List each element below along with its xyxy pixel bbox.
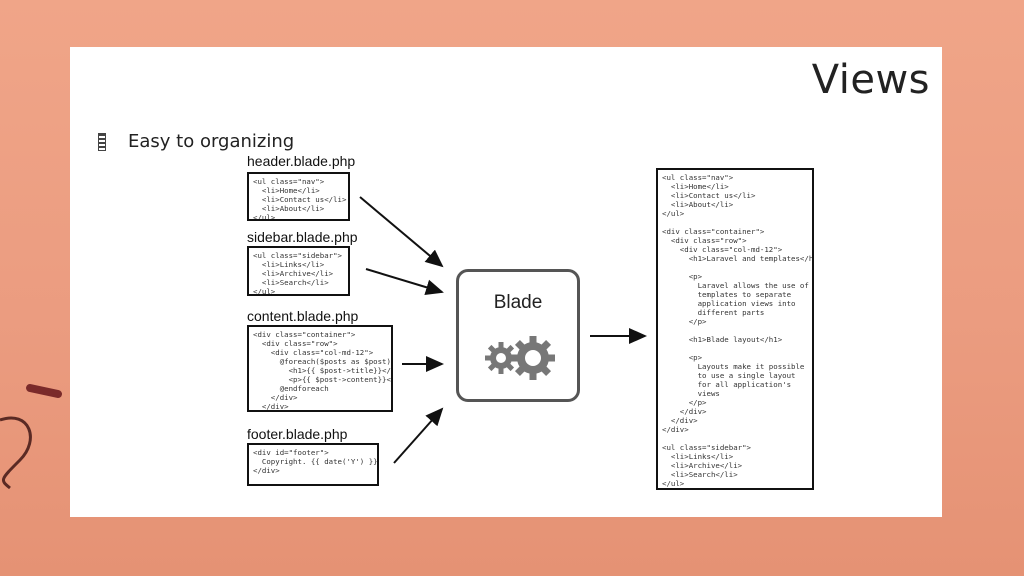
- file-label-footer: footer.blade.php: [247, 426, 348, 442]
- bullet-text: Easy to organizing: [128, 131, 295, 152]
- arrow-footer: [393, 407, 444, 464]
- flow-arrows: [359, 196, 647, 464]
- blade-label: Blade: [493, 292, 543, 313]
- code-box-sidebar: <ul class="sidebar"> <li>Links</li> <li>…: [247, 246, 350, 296]
- gears-icon: [481, 334, 561, 386]
- file-label-content: content.blade.php: [247, 308, 359, 324]
- arrow-header: [359, 196, 444, 268]
- slide: Views Easy to organizing header.blade.ph…: [70, 47, 942, 517]
- file-label-sidebar: sidebar.blade.php: [247, 229, 358, 245]
- code-box-header: <ul class="nav"> <li>Home</li> <li>Conta…: [247, 172, 350, 221]
- code-box-footer: <div id="footer"> Copyright. {{ date('Y'…: [247, 443, 379, 486]
- bullet-icon: [98, 132, 106, 151]
- file-label-header: header.blade.php: [247, 153, 356, 169]
- slide-title: Views: [811, 57, 930, 103]
- background-cable: [0, 380, 70, 490]
- blade-engine-box: Blade: [456, 269, 580, 402]
- code-box-output: <ul class="nav"> <li>Home</li> <li>Conta…: [656, 168, 814, 490]
- code-box-content: <div class="container"> <div class="row"…: [247, 325, 393, 412]
- arrow-sidebar: [365, 268, 444, 296]
- bullet-row: Easy to organizing: [98, 131, 294, 152]
